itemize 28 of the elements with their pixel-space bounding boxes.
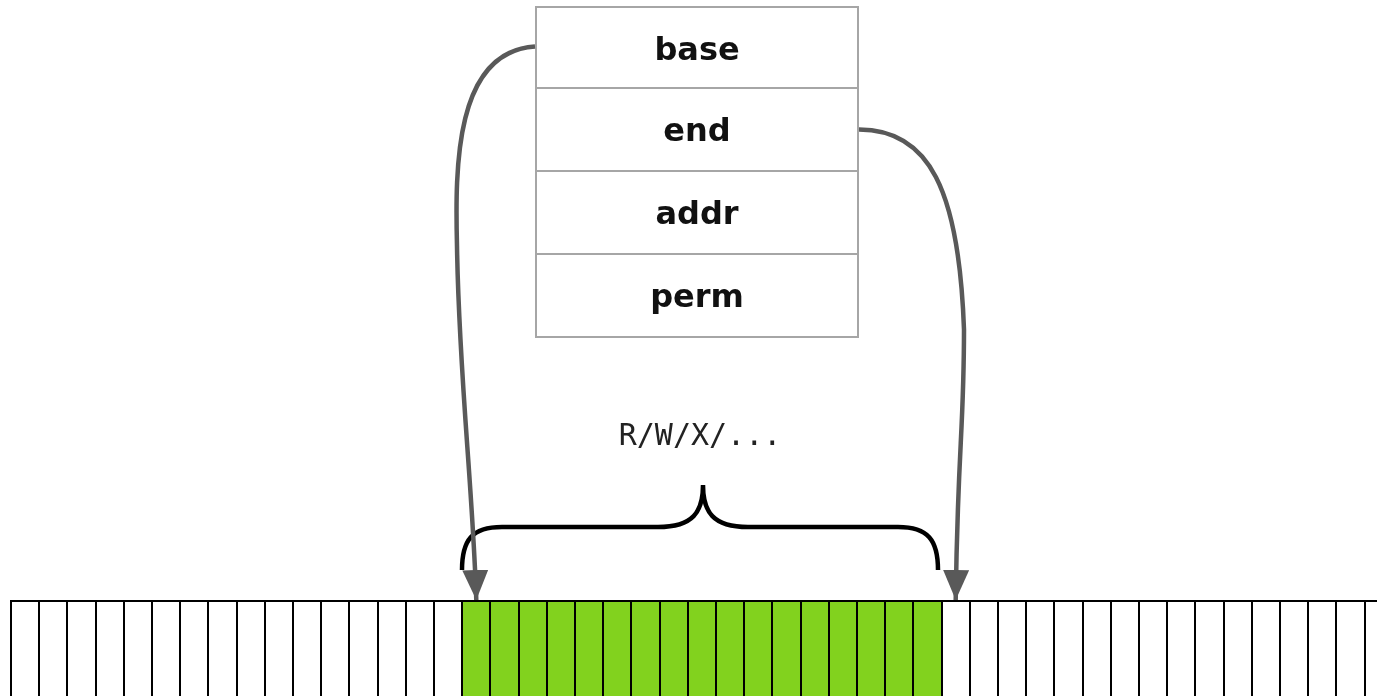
permission-label: R/W/X/...	[618, 417, 782, 452]
memory-cell	[799, 600, 830, 696]
memory-cell	[827, 600, 858, 696]
arrow	[858, 127, 970, 601]
memory-cell	[658, 600, 689, 696]
memory-cell	[630, 600, 661, 696]
memory-cell	[489, 600, 520, 696]
memory-cell	[856, 600, 887, 696]
memory-cell	[686, 600, 717, 696]
memory-cell	[545, 600, 576, 696]
memory-cell	[602, 600, 633, 696]
memory-cell	[574, 600, 605, 696]
struct-field-row	[535, 87, 859, 172]
arrow	[454, 44, 536, 601]
memory-cell	[743, 600, 774, 696]
memory-cell	[517, 600, 548, 696]
memory-cell	[771, 600, 802, 696]
memory-cell	[884, 600, 915, 696]
struct-field-row	[535, 253, 859, 338]
struct-field-row	[535, 170, 859, 255]
memory-cell	[10, 600, 41, 696]
memory-cell	[715, 600, 746, 696]
memory-cell	[461, 600, 492, 696]
memory-cell	[912, 600, 943, 696]
field-name: end	[663, 110, 731, 149]
field-name: addr	[655, 193, 739, 232]
field-name: perm	[650, 276, 744, 315]
field-name: base	[654, 29, 740, 68]
